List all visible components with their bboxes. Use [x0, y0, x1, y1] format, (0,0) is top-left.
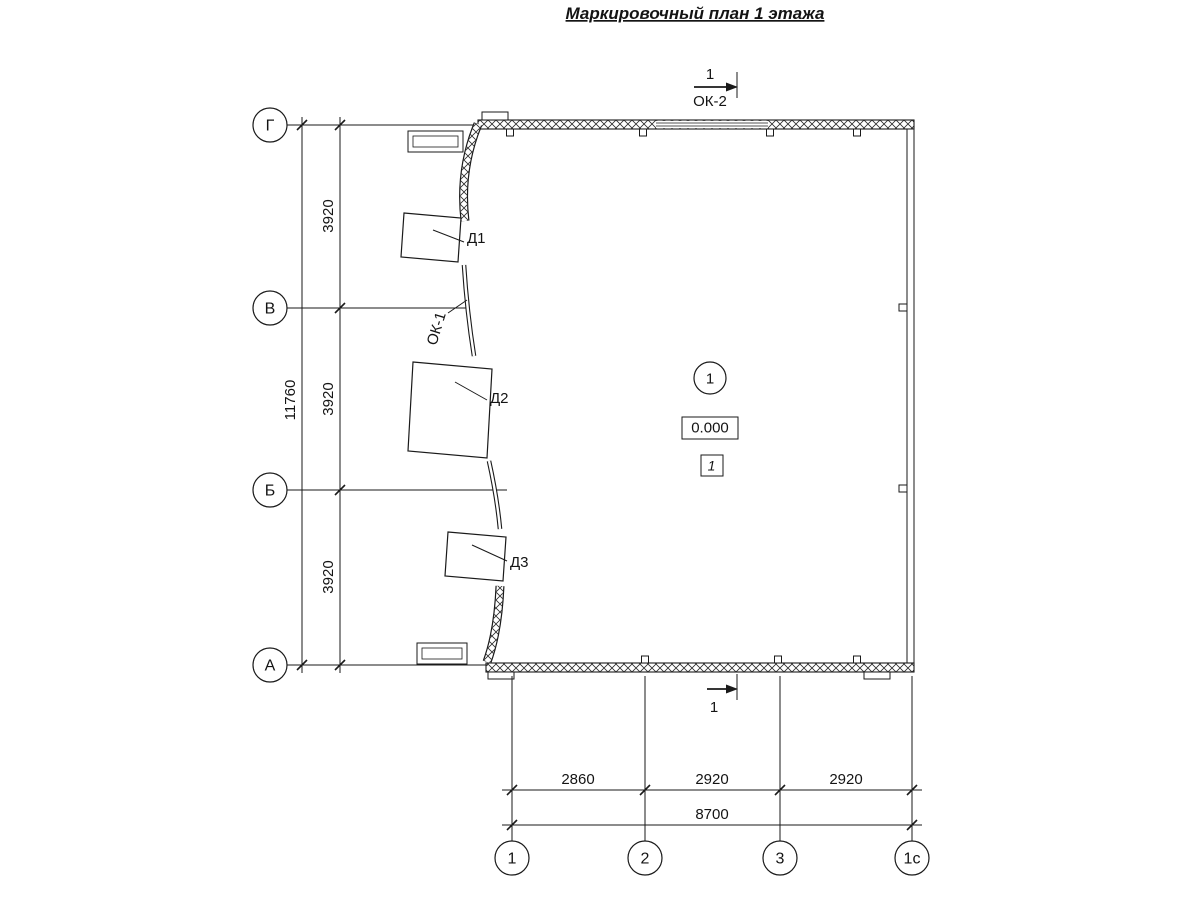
- drawing-title: Маркировочный план 1 этажа: [566, 4, 825, 23]
- dim-tick: [296, 659, 308, 671]
- section-mark-top: 1: [694, 66, 738, 98]
- axis-bubble-a: [252, 647, 288, 683]
- dim-value-8700: 8700: [695, 806, 728, 823]
- mullion-post: [766, 128, 774, 137]
- zone-number: 1: [708, 458, 716, 474]
- leader-ok1: [447, 299, 468, 314]
- axis-bubble-g: [252, 107, 288, 143]
- dim-value-2860: 2860: [561, 771, 594, 788]
- pier-inner: [421, 647, 463, 660]
- right-wall-post: [898, 484, 908, 493]
- window-ok2-band: [656, 120, 768, 129]
- dim-tick: [334, 659, 346, 671]
- axis-label-1: 1: [508, 851, 517, 868]
- glazing-inner: [462, 264, 476, 357]
- leader-d2: [454, 381, 488, 401]
- axis-bubble-1: [494, 840, 530, 876]
- leader-d1: [432, 229, 465, 243]
- axis-label-g: Г: [266, 118, 275, 135]
- axis-bubble-b: [252, 472, 288, 508]
- window-label-ok2: ОК-2: [693, 93, 727, 110]
- dim-value-11760: 11760: [282, 380, 299, 421]
- mullion-post: [774, 655, 782, 664]
- door-label-d2: Д2: [490, 390, 509, 407]
- bottom-left-pier: [416, 642, 468, 665]
- dim-tick: [906, 784, 918, 796]
- section-label-top: 1: [706, 66, 714, 83]
- top-left-pier: [407, 130, 464, 153]
- dim-value-3920-2: 3920: [320, 382, 337, 415]
- section-label-bottom: 1: [710, 699, 718, 716]
- axis-label-b: Б: [265, 483, 276, 500]
- bottom-left-footing: [487, 671, 515, 680]
- dimensions-bottom: 2860 2920 2920 8700: [502, 676, 922, 841]
- mullion-post: [639, 128, 647, 137]
- mullion-post: [853, 655, 861, 664]
- axis-label-a: А: [265, 658, 276, 675]
- axis-label-v: В: [265, 301, 276, 318]
- door-leaf-d2: [407, 361, 493, 459]
- mullion-post: [853, 128, 861, 137]
- dim-value-2920-2: 2920: [829, 771, 862, 788]
- glazing-inner: [487, 460, 502, 530]
- section-mark-bottom: 1: [707, 674, 738, 716]
- door-label-d3: Д3: [510, 554, 529, 571]
- leader-d3: [471, 544, 508, 562]
- axis-label-1c: 1с: [904, 851, 921, 868]
- dim-value-3920-3: 3920: [320, 560, 337, 593]
- dim-value-2920-1: 2920: [695, 771, 728, 788]
- left-wall-bottom-segment: [482, 585, 505, 664]
- door-label-d1: Д1: [467, 230, 486, 247]
- dim-tick: [906, 819, 918, 831]
- mullion-post: [506, 128, 514, 137]
- dim-tick: [334, 119, 346, 131]
- axis-bubble-3: [762, 840, 798, 876]
- elevation-value: 0.000: [691, 420, 729, 437]
- left-wall-top-segment: [459, 122, 483, 222]
- pier-outer: [407, 130, 464, 153]
- axis-label-2: 2: [641, 851, 650, 868]
- room-number: 1: [706, 371, 714, 388]
- axes-bottom: 1 2 3 1с: [494, 840, 930, 876]
- section-arrow-top-icon: [726, 82, 738, 92]
- dim-tick: [774, 784, 786, 796]
- curtain-glazing-lower: [486, 460, 503, 530]
- bottom-wall: [485, 662, 915, 673]
- pier-outer: [416, 642, 468, 665]
- bottom-right-footing: [863, 671, 891, 680]
- pier-inner: [412, 135, 459, 148]
- dim-tick: [506, 784, 518, 796]
- dim-tick: [506, 819, 518, 831]
- section-arrow-bottom-icon: [726, 684, 738, 694]
- door-leaf-d1: [400, 212, 462, 263]
- wall-hatch: [483, 585, 504, 664]
- elevation-box: [681, 416, 739, 440]
- axis-label-3: 3: [776, 851, 785, 868]
- curtain-glazing-ok1: [461, 264, 477, 357]
- room-number-bubble: [693, 361, 727, 395]
- mullion-post: [641, 655, 649, 664]
- building-plan: Д1 Д2 Д3 ОК-1: [400, 111, 915, 680]
- dim-tick: [296, 119, 308, 131]
- right-wall-post: [898, 303, 908, 312]
- window-label-ok1: ОК-1: [424, 310, 450, 347]
- dimensions-left: 3920 3920 3920 11760: [282, 117, 346, 673]
- axis-bubble-2: [627, 840, 663, 876]
- room-markers: 1 0.000 1: [681, 361, 739, 477]
- zone-box: [700, 454, 724, 477]
- wall-hatch: [460, 122, 482, 222]
- right-wall: [906, 128, 915, 664]
- dim-value-3920-1: 3920: [320, 199, 337, 232]
- dim-tick: [639, 784, 651, 796]
- axes-left: Г В Б А: [252, 107, 507, 683]
- dim-tick: [334, 302, 346, 314]
- top-left-footing: [481, 111, 509, 121]
- axis-bubble-1c: [894, 840, 930, 876]
- axis-bubble-v: [252, 290, 288, 326]
- door-leaf-d3: [444, 531, 507, 582]
- dim-tick: [334, 484, 346, 496]
